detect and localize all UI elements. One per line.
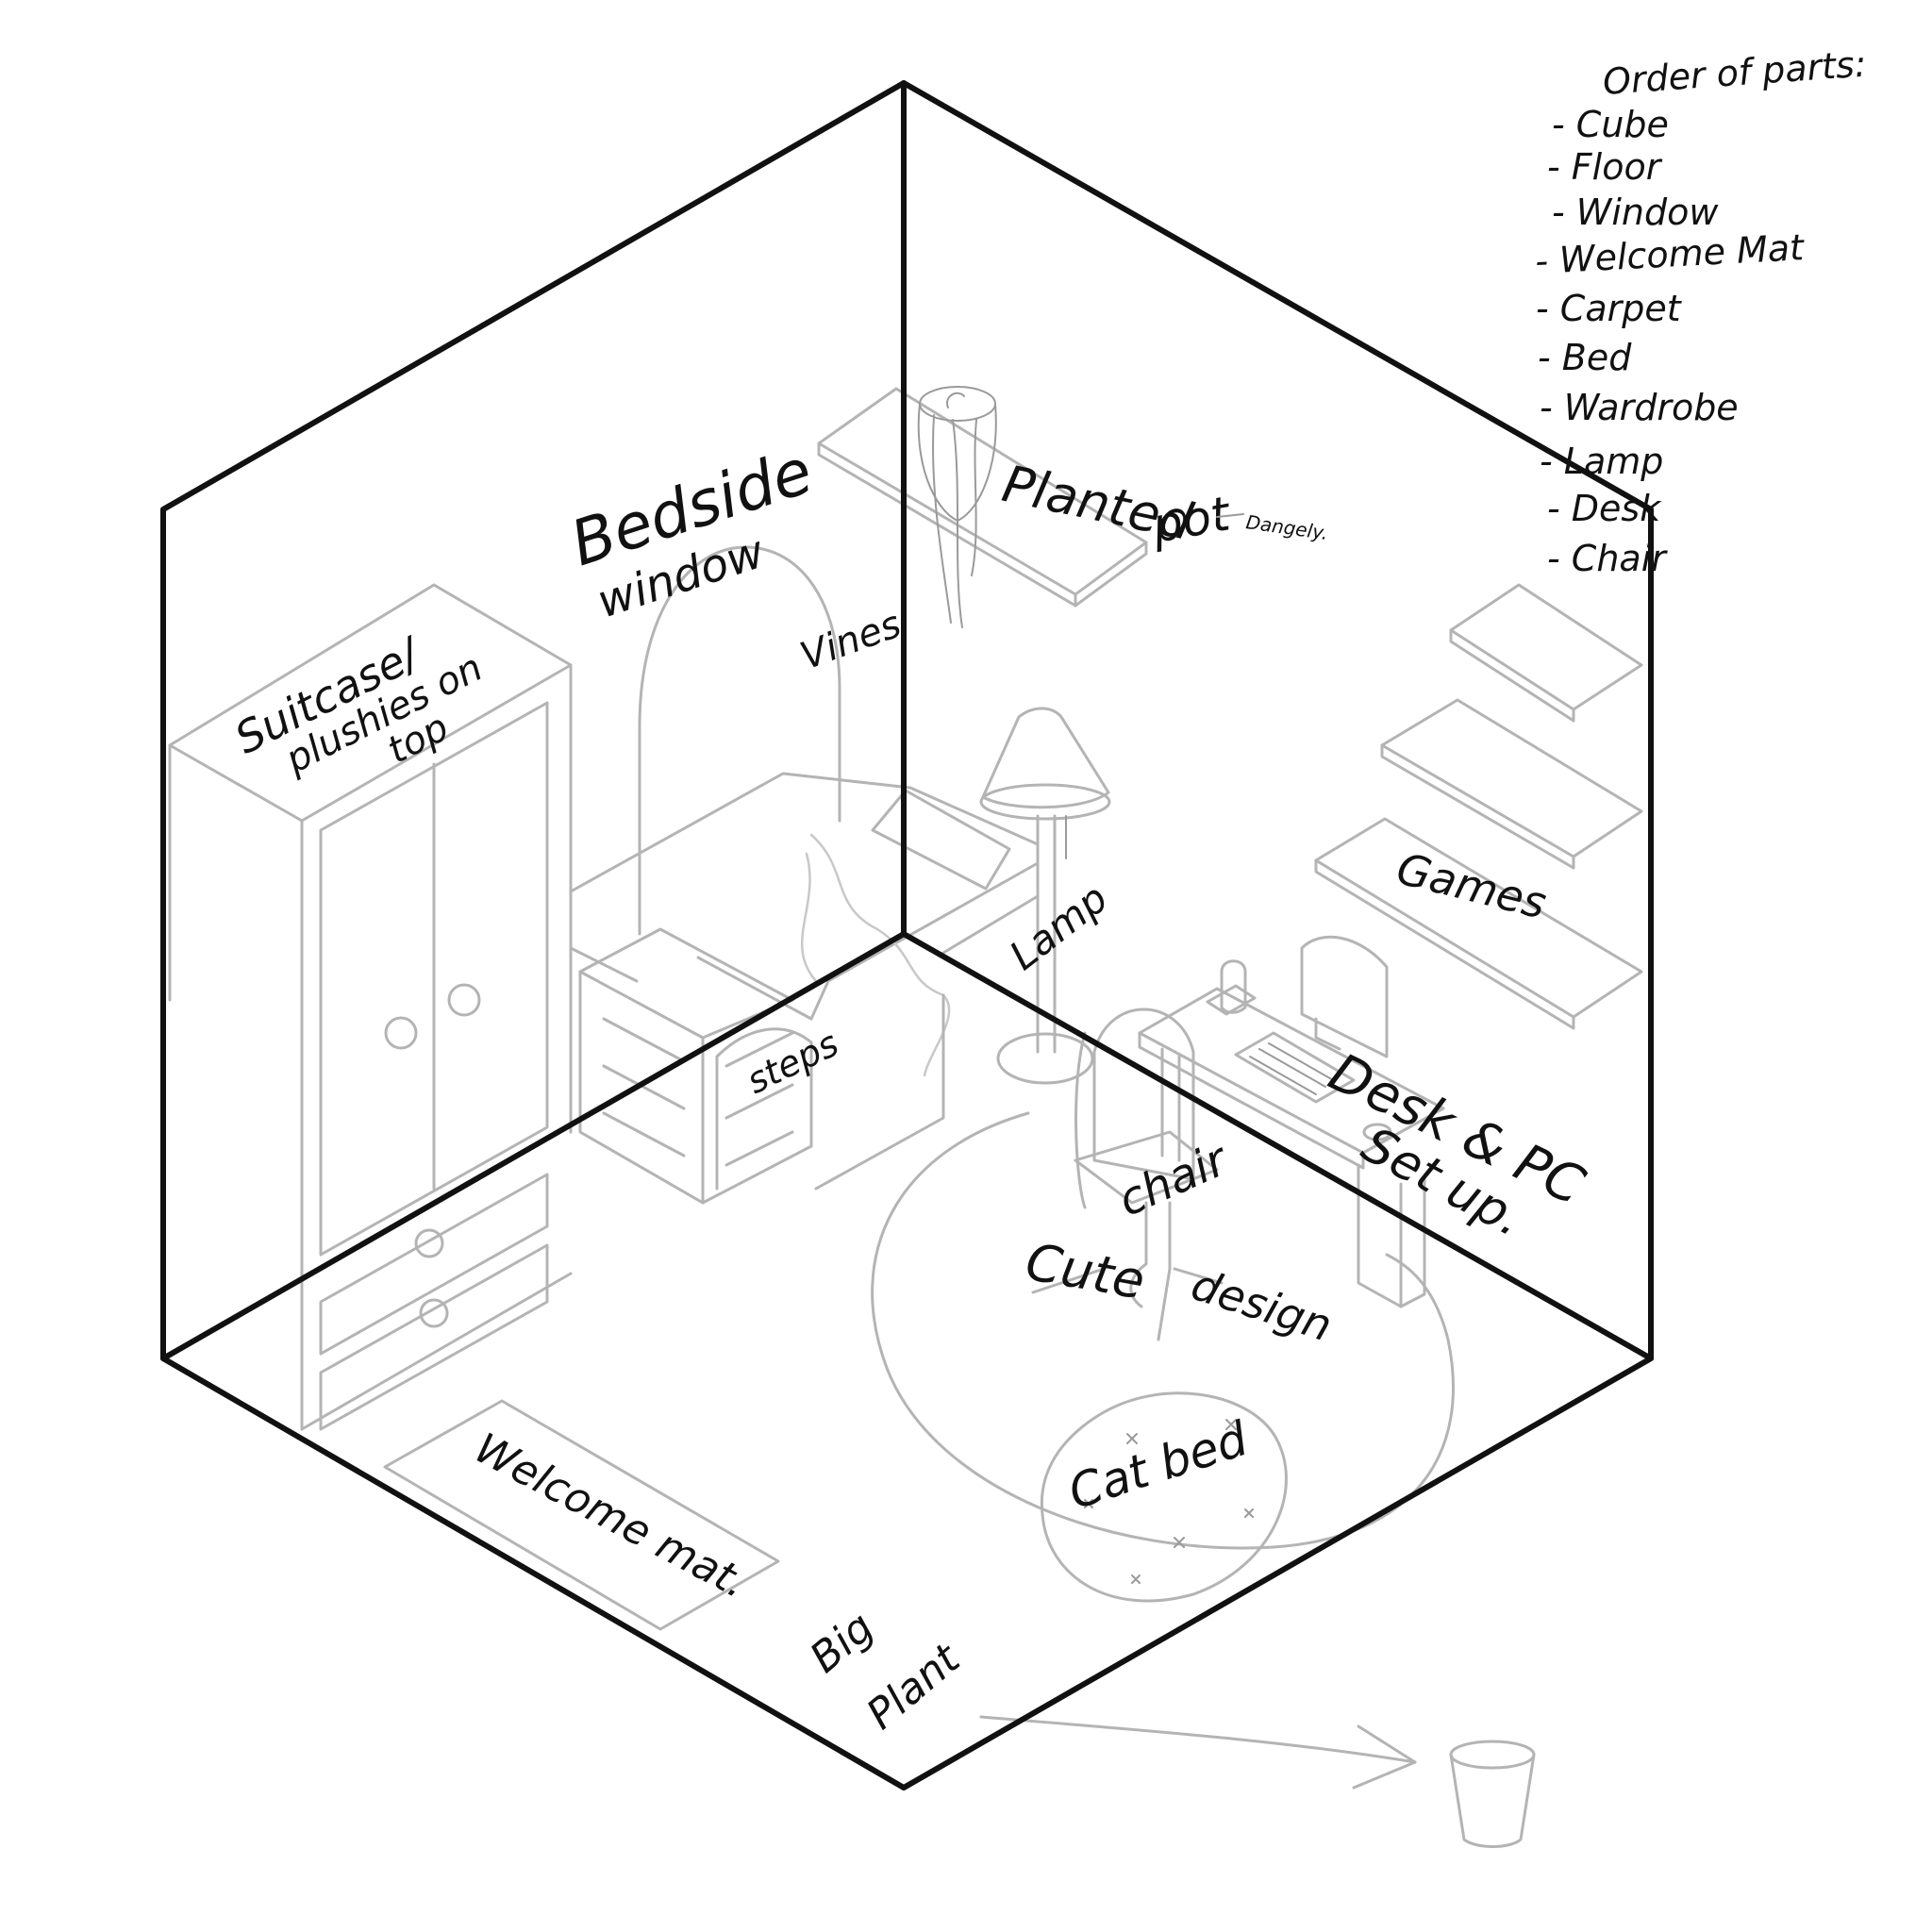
annotations: Bedside window Vines Planted pot Dangely… [226,435,1593,1740]
big-plant-pot-drawing [1451,1741,1534,1847]
order-item-welcome-mat: - Welcome Mat [1534,226,1807,282]
label-games: Games [1391,842,1551,928]
plant-arrow-drawing [981,1717,1415,1788]
label-vines: Vines [795,603,907,679]
label-big: Big [801,1603,883,1682]
order-item-bed: - Bed [1538,337,1632,378]
label-plant: Plant [858,1634,970,1739]
game-shelves-drawing [1316,585,1641,1028]
order-list-heading: Order of parts: [1602,43,1868,103]
hanging-pot-drawing [919,387,996,627]
order-item-desk: - Desk [1547,488,1662,529]
order-item-floor: - Floor [1547,146,1663,188]
room-cube-outline [163,83,1651,1788]
label-dangely: Dangely. [1244,510,1329,544]
label-design: design [1186,1258,1339,1352]
order-item-lamp: - Lamp [1540,441,1663,482]
order-item-chair: - Chair [1547,538,1668,579]
order-item-carpet: - Carpet [1536,288,1683,329]
order-item-window: - Window [1552,192,1719,233]
label-cat-bed: Cat bed [1062,1411,1255,1521]
label-cute: Cute [1022,1232,1149,1311]
order-item-wardrobe: - Wardrobe [1540,387,1739,428]
label-lamp: Lamp [1001,874,1116,978]
label-welcome-mat: Welcome mat. [467,1424,756,1608]
order-item-cube: - Cube [1552,104,1669,145]
order-of-parts-list: Order of parts: - Cube - Floor - Window … [1534,43,1868,579]
label-chair: chair [1110,1132,1238,1227]
